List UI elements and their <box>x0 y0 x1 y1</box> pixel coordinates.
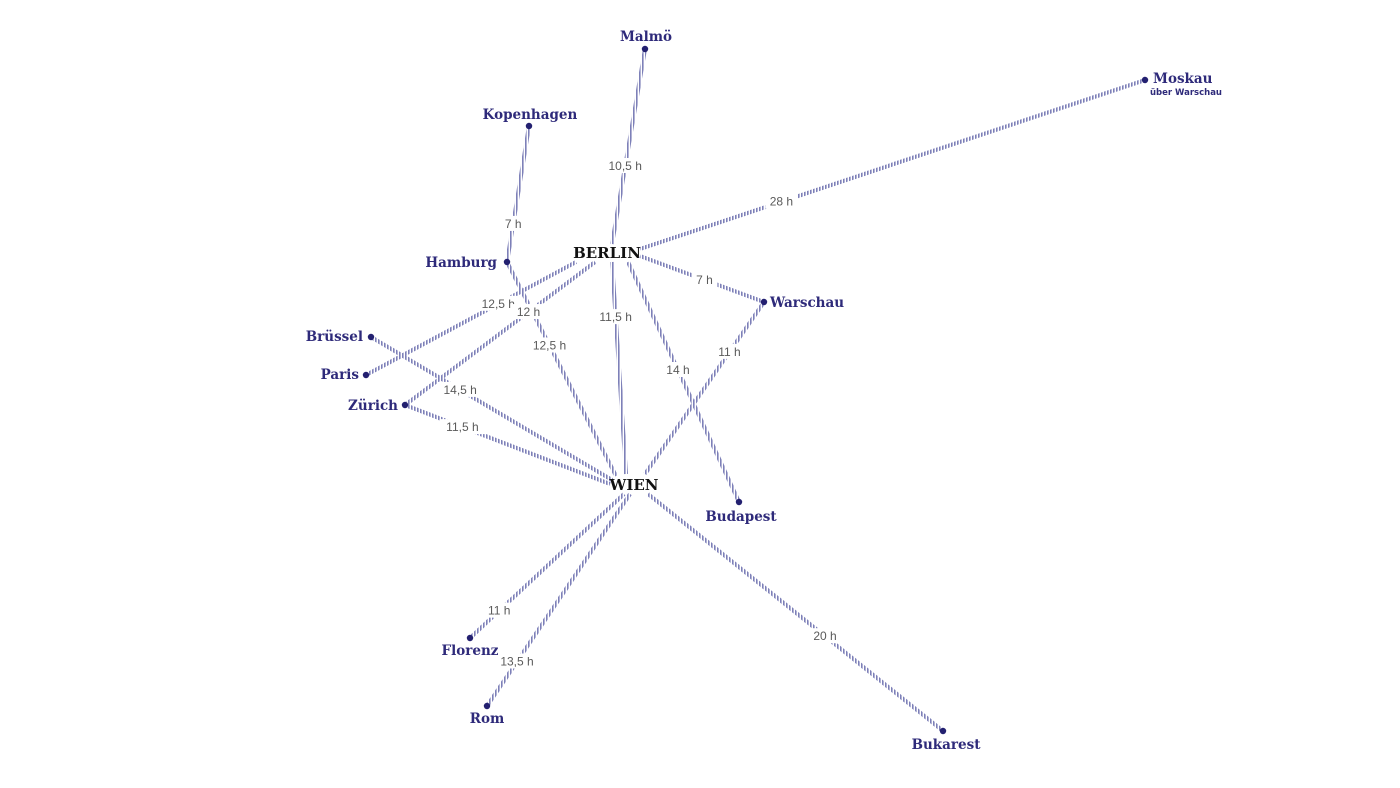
route-berlin-wien <box>610 261 628 475</box>
duration-label-warschau-wien: 11 h <box>718 345 740 359</box>
city-label-paris: Paris <box>321 367 360 383</box>
city-label-moskau: Moskau <box>1153 71 1213 87</box>
duration-label-bg <box>439 419 486 435</box>
route-berlin-moskau <box>639 78 1146 251</box>
duration-label-bg <box>765 193 798 209</box>
route-zuerich-wien <box>404 403 611 486</box>
city-label-budapest: Budapest <box>705 509 777 525</box>
city-labels: BERLIN WIEN Malmö Moskau über Warschau K… <box>306 29 1222 753</box>
city-label-florenz: Florenz <box>442 643 499 659</box>
route-berlin-zuerich <box>403 260 597 407</box>
city-dot-rom <box>483 702 491 710</box>
duration-label-bg <box>500 215 527 231</box>
route-warschau-wien <box>643 300 766 476</box>
duration-label-hamburg-kopenhagen: 7 h <box>505 217 522 231</box>
city-dot-hamburg <box>503 258 511 266</box>
duration-label-bg <box>526 337 573 353</box>
city-label-warschau: Warschau <box>769 295 844 311</box>
duration-label-bg <box>475 295 522 311</box>
city-dot-malmoe <box>641 45 649 53</box>
city-dot-paris <box>362 371 370 379</box>
duration-label-berlin-warschau: 7 h <box>696 273 713 287</box>
duration-label-berlin-zuerich: 12 h <box>517 305 540 319</box>
duration-label-bg <box>602 158 648 173</box>
duration-label-bg <box>483 602 516 618</box>
city-dot-florenz <box>466 634 474 642</box>
city-label-rom: Rom <box>470 711 505 727</box>
route-berlin-malmoe <box>610 48 647 245</box>
hub-label-berlin: BERLIN <box>573 244 641 262</box>
route-hamburg-wien <box>505 261 618 477</box>
city-dot-warschau <box>760 298 768 306</box>
duration-label-wien-florenz: 11 h <box>488 604 510 618</box>
duration-label-hamburg-wien: 12,5 h <box>533 338 566 352</box>
city-dot-budapest <box>735 498 743 506</box>
city-dots <box>362 45 1149 735</box>
duration-label-bg <box>691 271 718 287</box>
duration-label-bg <box>592 309 639 325</box>
route-bruessel-wien <box>369 335 614 482</box>
city-label-malmoe: Malmö <box>620 29 672 45</box>
city-label-kopenhagen: Kopenhagen <box>483 107 578 123</box>
duration-label-wien-bukarest: 20 h <box>813 629 836 643</box>
city-sublabel-moskau: über Warschau <box>1150 88 1222 98</box>
duration-label-bg <box>512 304 545 320</box>
city-dot-moskau <box>1141 76 1149 84</box>
city-label-zuerich: Zürich <box>348 398 398 414</box>
duration-label-bg <box>661 362 695 377</box>
route-wien-bukarest <box>646 492 945 733</box>
duration-label-bg <box>494 653 540 669</box>
route-wien-rom <box>485 492 632 708</box>
city-dot-bruessel <box>367 333 375 341</box>
city-label-bukarest: Bukarest <box>912 737 982 753</box>
duration-labels: 10,5 h28 h7 h7 h12,5 h12 h14 h11,5 h12,5… <box>437 158 842 669</box>
city-dot-bukarest <box>939 727 947 735</box>
duration-label-berlin-wien: 11,5 h <box>599 310 631 324</box>
duration-label-berlin-budapest: 14 h <box>666 363 689 377</box>
city-label-bruessel: Brüssel <box>306 329 363 345</box>
city-label-hamburg: Hamburg <box>425 255 497 271</box>
duration-label-wien-rom: 13,5 h <box>500 654 533 668</box>
route-berlin-budapest <box>626 261 741 503</box>
duration-label-berlin-paris: 12,5 h <box>482 297 515 311</box>
hub-label-wien: WIEN <box>608 476 658 494</box>
duration-label-berlin-moskau: 28 h <box>770 195 793 209</box>
city-dot-zuerich <box>401 401 409 409</box>
city-dot-kopenhagen <box>525 122 533 130</box>
duration-label-bg <box>437 381 483 397</box>
duration-label-bruessel-wien: 14,5 h <box>443 383 476 397</box>
duration-label-berlin-malmoe: 10,5 h <box>609 159 642 173</box>
duration-label-zuerich-wien: 11,5 h <box>446 420 478 434</box>
duration-label-bg <box>808 628 842 644</box>
route-hamburg-kopenhagen <box>505 125 531 263</box>
duration-label-bg <box>713 343 746 359</box>
